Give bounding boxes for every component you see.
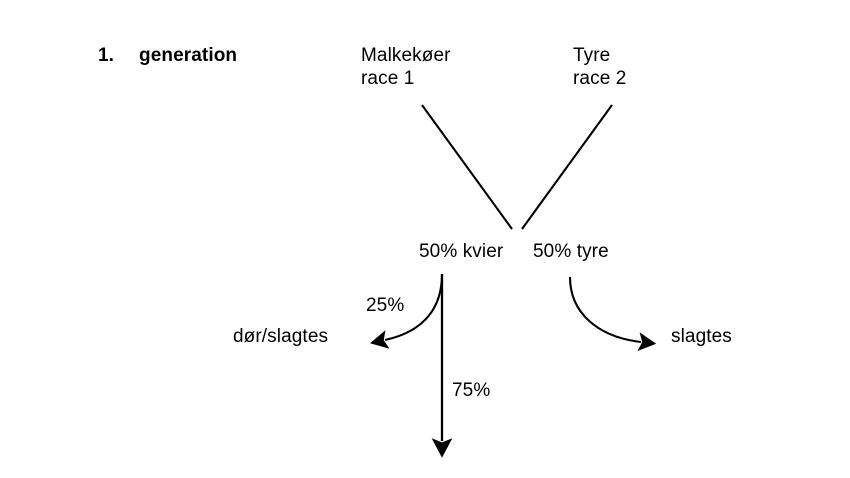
line-female-to-offspring	[421, 104, 513, 230]
generation-number: 1.	[98, 45, 115, 66]
generation-title: generation	[139, 45, 238, 66]
arrow-bulls-slaughter	[568, 276, 657, 352]
outcome-right-label: slagtes	[671, 326, 732, 347]
offspring-bulls-label: 50% tyre	[533, 241, 609, 262]
line-male-to-offspring	[521, 104, 613, 230]
percentage-cull-label: 25%	[366, 295, 405, 316]
percentage-keep-label: 75%	[452, 380, 491, 401]
parent-female-line2: race 1	[361, 68, 415, 89]
parent-female-line1: Malkekøer	[361, 45, 451, 66]
offspring-heifers-label: 50% kvier	[419, 241, 504, 262]
outcome-left-label: dør/slagtes	[233, 326, 329, 347]
parent-male-line1: Tyre	[573, 45, 611, 66]
parent-male-line2: race 2	[573, 68, 627, 89]
